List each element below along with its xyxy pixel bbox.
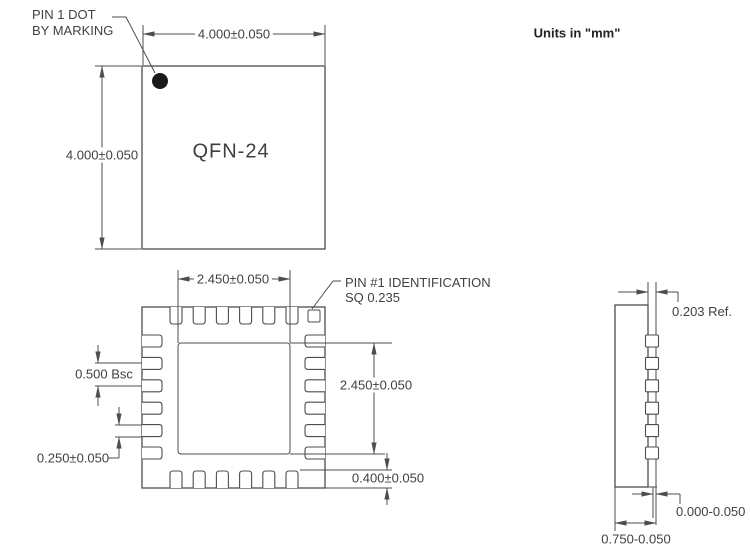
- pad: [304, 379, 325, 393]
- pad: [192, 470, 206, 488]
- bottom-view-outline: [141, 306, 326, 489]
- side-view-terminals: [644, 334, 660, 460]
- pin1-dot: [152, 73, 168, 89]
- pad-width-dimension-label: 0.250±0.050: [36, 450, 110, 466]
- package-label: QFN-24: [192, 140, 270, 163]
- top-pad-row: [169, 307, 299, 325]
- pad: [304, 334, 325, 348]
- units-note: Units in "mm": [533, 25, 621, 41]
- pin1-note: PIN 1 DOT BY MARKING: [32, 7, 113, 39]
- side-view: [614, 282, 681, 531]
- terminal: [644, 356, 660, 370]
- epad-width-dimension-label: 2.450±0.050: [193, 271, 273, 287]
- pad: [239, 307, 253, 325]
- pad: [304, 401, 325, 415]
- pad: [239, 470, 253, 488]
- pad: [169, 470, 183, 488]
- top-view-width-dimension-label: 4.000±0.050: [194, 26, 274, 42]
- pad: [169, 307, 183, 325]
- pad: [142, 356, 163, 370]
- pin1-id-note-line1: PIN #1 IDENTIFICATION: [345, 275, 491, 290]
- pad: [304, 356, 325, 370]
- pin1-id-note: PIN #1 IDENTIFICATION SQ 0.235: [345, 275, 491, 305]
- right-pad-column: [304, 334, 325, 460]
- pad: [142, 424, 163, 438]
- pin1-note-line2: BY MARKING: [32, 23, 114, 38]
- terminal: [644, 424, 660, 438]
- pad: [304, 446, 325, 460]
- side-view-body-outline: [614, 304, 649, 488]
- pin1-id-square: [307, 309, 321, 323]
- terminal: [644, 379, 660, 393]
- pad: [142, 446, 163, 460]
- lead-thickness-dimension-label: 0.203 Ref.: [672, 304, 732, 319]
- bottom-view: [95, 270, 392, 505]
- pad-length-dimension-label: 0.400±0.050: [351, 470, 425, 486]
- top-view-outline: [141, 65, 326, 250]
- pad: [142, 334, 163, 348]
- pad-pitch-dimension-label: 0.500 Bsc: [75, 366, 133, 382]
- bottom-pad-row: [169, 470, 299, 488]
- pad: [262, 307, 276, 325]
- pad: [304, 424, 325, 438]
- pin1-note-leader-line: [112, 16, 156, 74]
- standoff-dimension-label: 0.000-0.050: [676, 504, 746, 519]
- pad: [215, 470, 229, 488]
- pad: [142, 401, 163, 415]
- pad: [215, 307, 229, 325]
- pad: [262, 470, 276, 488]
- pad: [142, 379, 163, 393]
- pad: [192, 307, 206, 325]
- body-height-dimension-label: 0.750-0.050: [601, 531, 671, 547]
- pin1-id-leader-line: [311, 280, 341, 310]
- pin1-note-line1: PIN 1 DOT: [32, 7, 96, 22]
- exposed-pad-outline: [177, 342, 291, 455]
- pad: [285, 307, 299, 325]
- epad-height-dimension-label: 2.450±0.050: [336, 377, 416, 393]
- terminal: [644, 334, 660, 348]
- top-view-height-dimension-label: 4.000±0.050: [62, 147, 142, 163]
- pad: [285, 470, 299, 488]
- pin1-id-note-line2: SQ 0.235: [345, 290, 400, 305]
- top-view: [95, 16, 326, 250]
- terminal: [644, 401, 660, 415]
- terminal: [644, 446, 660, 460]
- left-pad-column: [142, 334, 163, 460]
